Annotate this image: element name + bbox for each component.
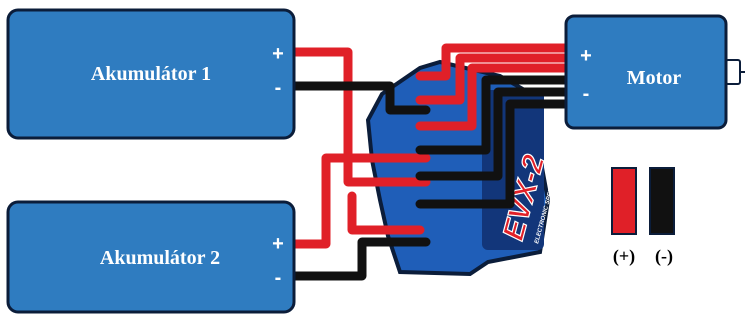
- wire-battery1-positive: [287, 47, 431, 187]
- wire-esc-positive-out: [347, 191, 425, 235]
- battery-1: Akumulátor 1 + -: [6, 8, 296, 140]
- legend-positive-swatch: [611, 167, 637, 235]
- legend-negative-label: (-): [655, 246, 673, 267]
- motor-minus: -: [583, 83, 590, 105]
- motor: Motor + -: [564, 14, 745, 130]
- legend-negative-swatch: [649, 167, 675, 235]
- battery-1-body: [6, 8, 296, 140]
- battery-2-label: Akumulátor 2: [100, 247, 220, 269]
- wire-motor-negative-b: [415, 87, 575, 181]
- battery-1-minus: -: [275, 77, 282, 99]
- wire-battery2-negative: [287, 237, 431, 281]
- wire-motor-positive-a: [415, 43, 575, 81]
- motor-shaft: [725, 59, 741, 85]
- battery-2-body: [6, 200, 296, 314]
- legend: (+) (-): [611, 167, 675, 267]
- battery-1-label: Akumulátor 1: [91, 63, 211, 85]
- battery-1-plus: +: [272, 43, 284, 65]
- motor-label: Motor: [627, 67, 682, 89]
- wire-motor-positive-c: [415, 63, 575, 131]
- motor-body: [564, 14, 728, 130]
- wire-motor-negative-c: [415, 99, 575, 209]
- legend-positive-label: (+): [613, 246, 635, 267]
- wire-motor-negative-a: [415, 75, 575, 155]
- battery-2-minus: -: [275, 267, 282, 289]
- wire-battery1-negative: [287, 81, 431, 115]
- battery-2-plus: +: [272, 233, 284, 255]
- motor-plus: +: [580, 45, 592, 67]
- wires: [287, 43, 575, 281]
- wire-battery2-positive: [287, 153, 431, 249]
- wire-motor-positive-b: [415, 53, 575, 105]
- battery-2: Akumulátor 2 + -: [6, 200, 296, 314]
